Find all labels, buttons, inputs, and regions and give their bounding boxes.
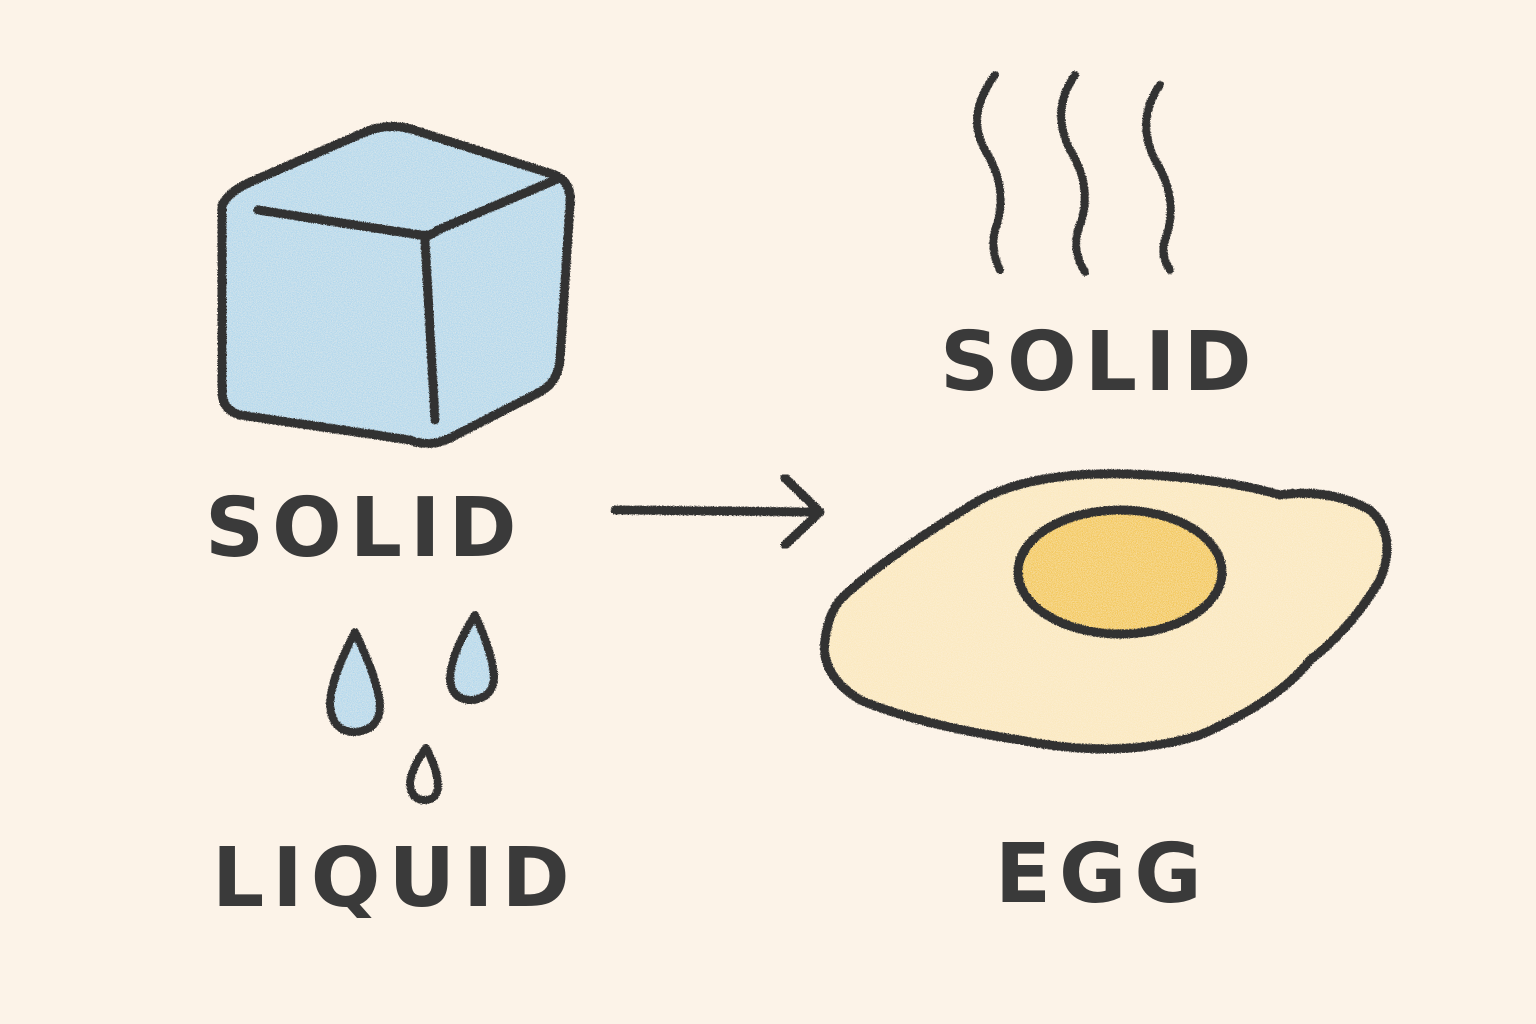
ice-cube-icon [217, 122, 575, 448]
egg-label: EGG [995, 827, 1210, 922]
steam-icon [973, 71, 1175, 276]
solid-label-left: SOLID [205, 481, 525, 576]
fried-egg-icon [819, 469, 1392, 754]
solid-label-right: SOLID [940, 315, 1260, 410]
water-drops-icon [326, 611, 498, 804]
liquid-label: LIQUID [212, 831, 578, 926]
arrow-right-icon [610, 473, 825, 550]
